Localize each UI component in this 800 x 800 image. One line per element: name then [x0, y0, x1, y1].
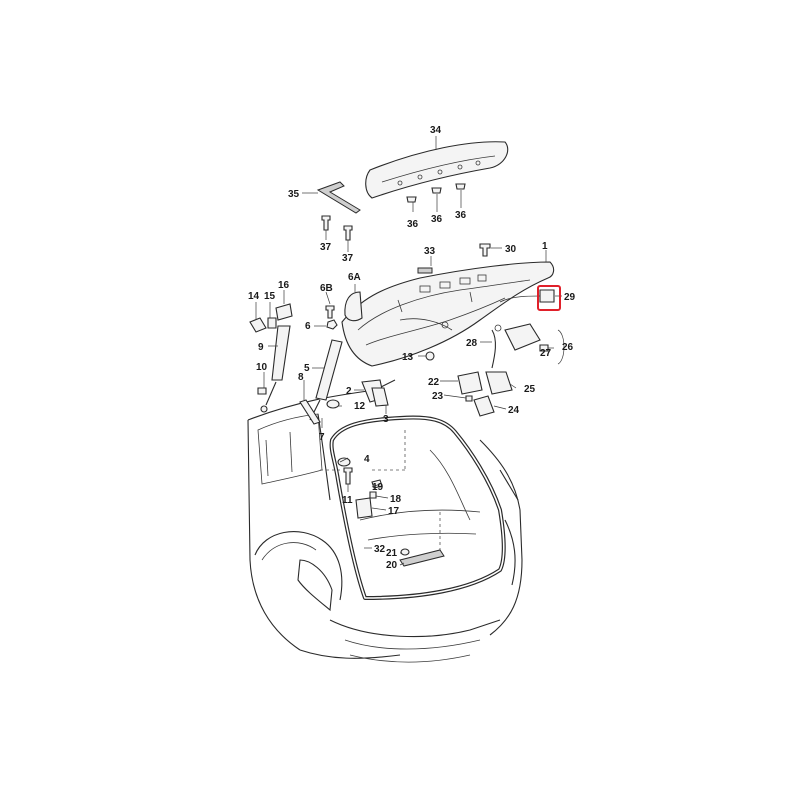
callout-36-b: 36: [431, 214, 443, 225]
callout-36-c: 36: [455, 210, 467, 221]
callout-27: 27: [540, 348, 552, 359]
callout-37-b: 37: [342, 253, 354, 264]
callout-22: 22: [428, 377, 440, 388]
callout-21: 21: [386, 548, 398, 559]
callout-16: 16: [278, 280, 290, 291]
tailgate-seal: [329, 415, 506, 600]
callout-28: 28: [466, 338, 478, 349]
tailgate-panel: [341, 261, 555, 367]
callout-30: 30: [505, 244, 517, 255]
callout-13: 13: [402, 352, 414, 363]
trim-33: [417, 267, 433, 274]
callout-2: 2: [346, 386, 352, 397]
callout-32: 32: [374, 544, 386, 555]
callout-9: 9: [258, 342, 264, 353]
callout-15: 15: [264, 291, 276, 302]
left-hinge-parts: [249, 291, 435, 467]
leader-lines: [255, 136, 565, 566]
callout-25: 25: [524, 384, 536, 395]
highlight-box-29: [537, 285, 561, 311]
callout-labels: 1 2 3 4 5 6 6A 6B 7 8 9 10 11 12 13 14 1…: [248, 125, 576, 571]
callout-6: 6: [305, 321, 311, 332]
callout-8: 8: [298, 372, 304, 383]
callout-36-a: 36: [407, 219, 419, 230]
interior-parts: [343, 467, 445, 567]
callout-37-a: 37: [320, 242, 332, 253]
callout-24: 24: [508, 405, 520, 416]
callout-19: 19: [372, 482, 384, 493]
spoiler-clips: [406, 183, 466, 203]
clip-30: [479, 243, 491, 257]
callout-5: 5: [304, 363, 310, 374]
vehicle-body: [247, 379, 523, 663]
callout-7: 7: [319, 432, 325, 443]
callout-33: 33: [424, 246, 436, 257]
callout-11: 11: [342, 495, 353, 506]
rear-spoiler: [365, 141, 509, 199]
spoiler-trim-strip: [316, 181, 361, 214]
callout-12: 12: [354, 401, 366, 412]
callout-29: 29: [564, 292, 576, 303]
callout-6b: 6B: [320, 283, 333, 294]
callout-20: 20: [386, 560, 398, 571]
callout-17: 17: [388, 506, 400, 517]
callout-34: 34: [430, 125, 442, 136]
lock-parts: [457, 289, 555, 417]
spoiler-screws: [321, 215, 353, 241]
callout-35: 35: [288, 189, 300, 200]
callout-18: 18: [390, 494, 402, 505]
callout-23: 23: [432, 391, 444, 402]
callout-1: 1: [542, 241, 548, 252]
callout-10: 10: [256, 362, 268, 373]
callout-3: 3: [383, 414, 389, 425]
callout-26: 26: [562, 342, 574, 353]
callout-14: 14: [248, 291, 260, 302]
callout-6a: 6A: [348, 272, 361, 283]
callout-4: 4: [364, 454, 370, 465]
